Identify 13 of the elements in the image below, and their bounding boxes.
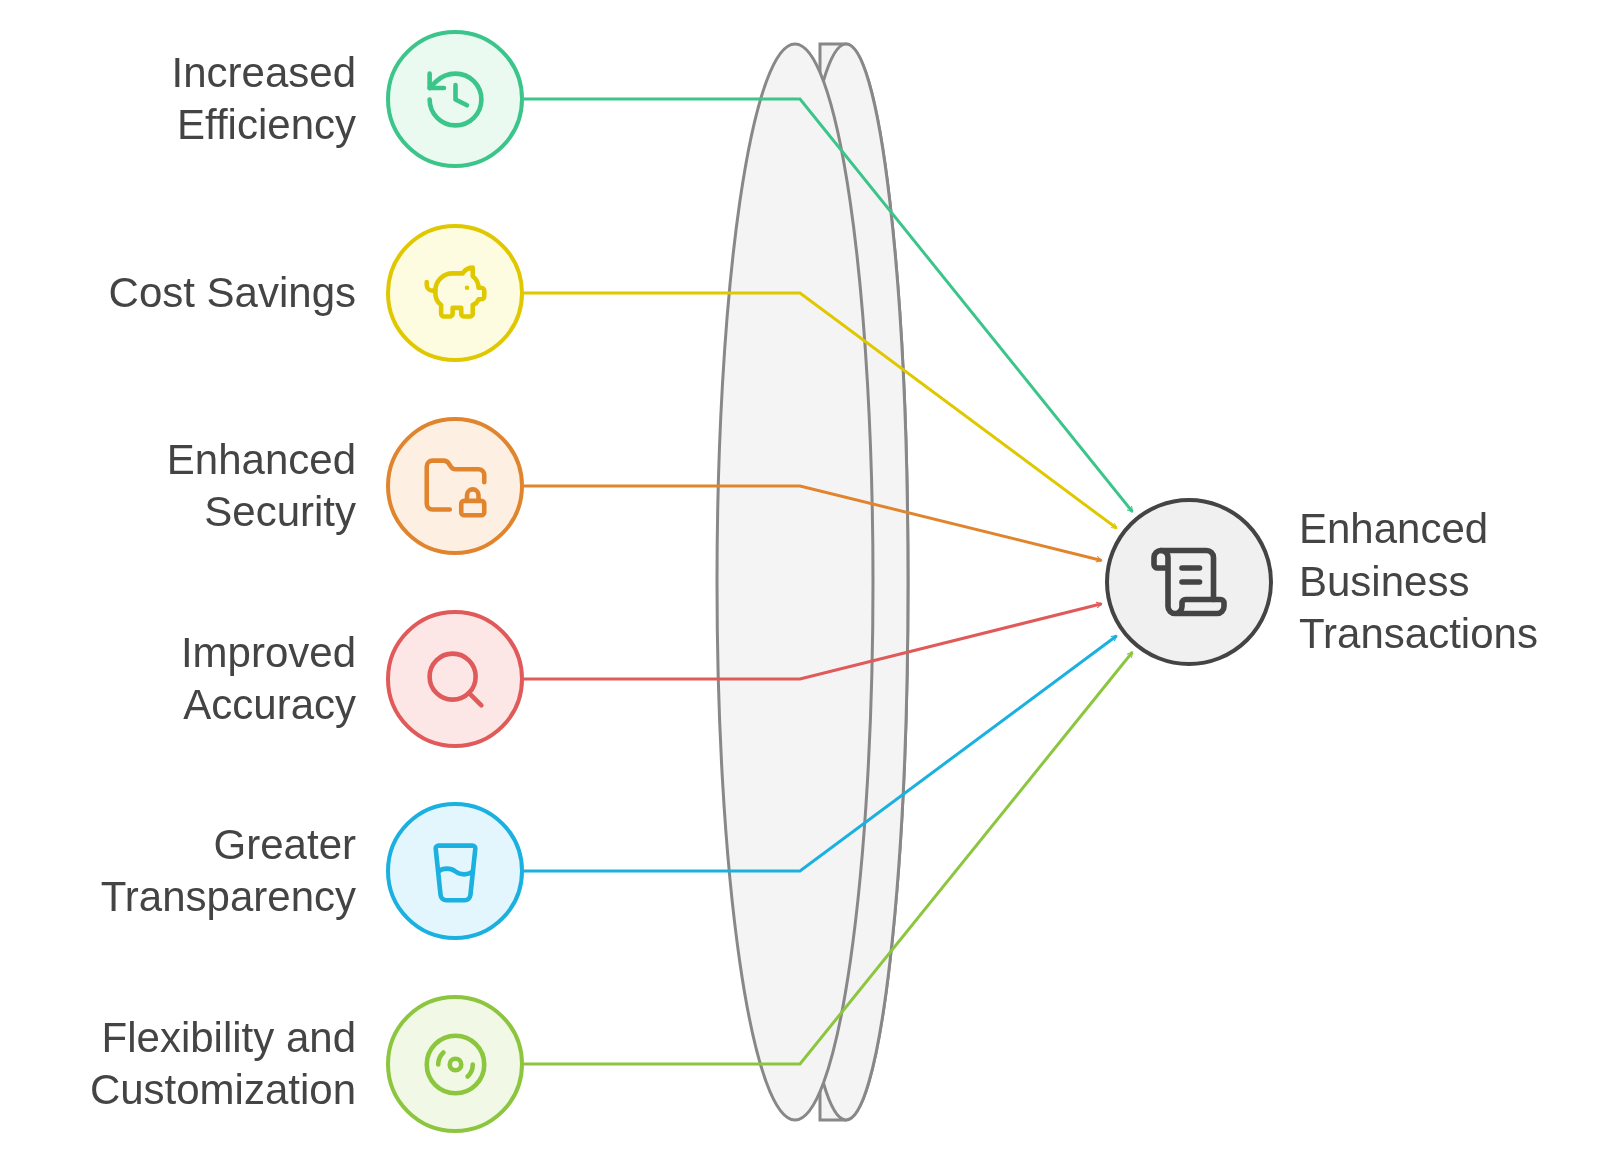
node-label: Enhanced Business Transactions — [1299, 504, 1539, 660]
arrow — [524, 634, 1118, 873]
node-label: Improved Accuracy — [179, 627, 356, 730]
arrow — [524, 601, 1103, 681]
arrow — [524, 651, 1134, 1066]
node-label: Flexibility and Customization — [88, 1012, 356, 1115]
arrow — [524, 291, 1118, 530]
arrow — [524, 484, 1103, 563]
node-label: Increased Efficiency — [170, 47, 356, 150]
node-label: Enhanced Security — [165, 434, 356, 537]
node-label: Greater Transparency — [99, 819, 356, 922]
arrow — [524, 97, 1134, 513]
node-label: Cost Savings — [107, 267, 356, 318]
